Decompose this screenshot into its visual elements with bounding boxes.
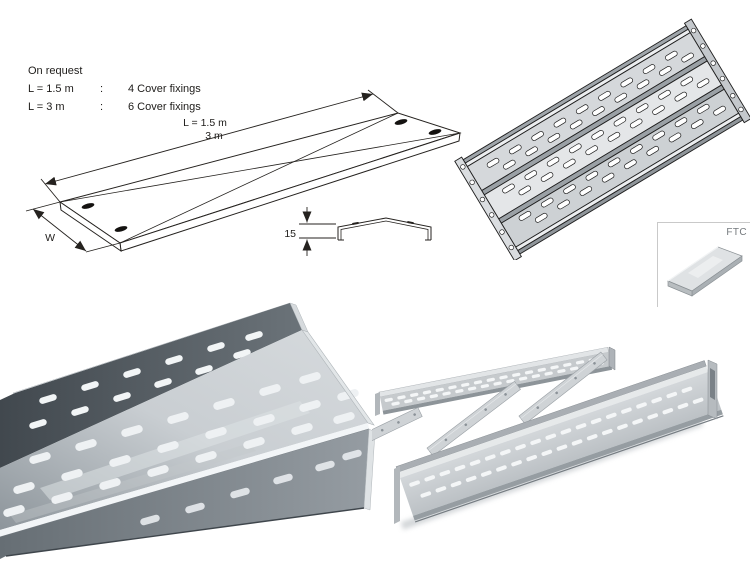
- photo-near-wall: [0, 423, 376, 559]
- note-title-row: On request: [28, 62, 201, 80]
- perforated-tray-photo: [0, 302, 376, 559]
- ftc-cover-shape: [667, 246, 743, 297]
- note-colon-1: :: [100, 83, 104, 95]
- tray-body: [454, 18, 750, 260]
- fixings-note: On request L = 1.5 m : 4 Cover fixings L…: [28, 62, 201, 116]
- ladder-back-rail: [375, 346, 616, 416]
- note-fixings-1: 4 Cover fixings: [128, 83, 201, 95]
- note-length-2: L = 3 m: [28, 101, 65, 113]
- note-colon-2: :: [100, 101, 104, 113]
- cable-ladder-photo: [372, 346, 724, 530]
- ftc-cover-illustration: [667, 246, 743, 297]
- tray-near-end-flange: [454, 156, 523, 260]
- width-dimension-label: W: [45, 232, 55, 244]
- profile-height-label: 15: [284, 228, 296, 240]
- ladder-rungs: [372, 351, 608, 457]
- profile-height-dimension: [299, 207, 336, 256]
- ftc-label: FTC: [726, 227, 747, 238]
- tray-far-end-flange: [683, 18, 750, 124]
- length-dimension-label-1: L = 1.5 m: [183, 117, 227, 129]
- cover-fixing-holes: [81, 119, 442, 232]
- profile-section: [337, 217, 432, 241]
- perforated-tray-illustration: [454, 18, 750, 260]
- photo-floor: [0, 329, 375, 530]
- length-dimension: [40, 89, 399, 203]
- ftc-cover-box: FTC: [657, 222, 750, 307]
- note-title: On request: [28, 65, 83, 77]
- note-length-1: L = 1.5 m: [28, 83, 74, 95]
- note-row-1: L = 1.5 m : 4 Cover fixings: [28, 80, 201, 98]
- length-dimension-label-2: 3 m: [205, 130, 223, 142]
- tray-walls: [462, 25, 744, 255]
- width-dimension: [25, 201, 121, 253]
- note-row-2: L = 3 m : 6 Cover fixings: [28, 98, 201, 116]
- ladder-front-rail: [394, 359, 724, 530]
- note-fixings-2: 6 Cover fixings: [128, 101, 201, 113]
